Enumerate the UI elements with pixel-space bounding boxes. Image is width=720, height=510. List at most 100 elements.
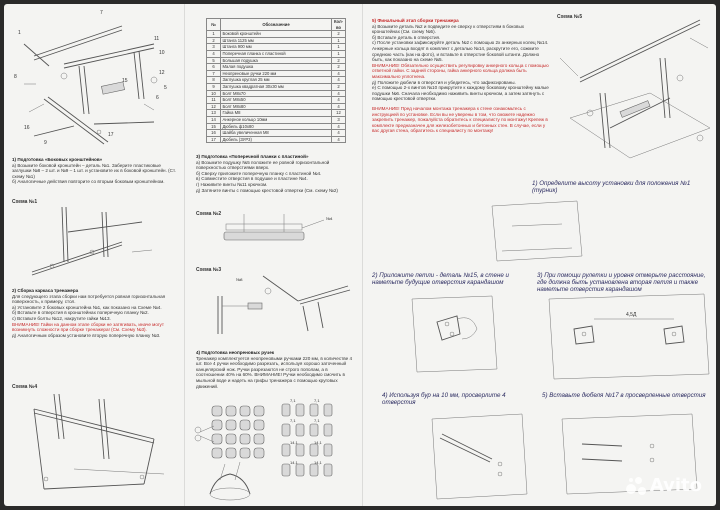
- part-name: Заглушка круглая 25 мм: [220, 76, 332, 84]
- step1-text: а) Возьмите боковой кронштейн – деталь №…: [12, 162, 176, 179]
- callout-1: 1: [18, 30, 21, 36]
- part-number: 8: [206, 76, 221, 84]
- step2-c: с) Вставьте болты №12, накрутите гайки №…: [12, 315, 111, 321]
- dim-label: 7,1: [314, 418, 320, 423]
- mount-step1-text: 1) Определите высоту установки для полож…: [532, 180, 691, 195]
- part-qty: 4: [331, 135, 346, 144]
- handle-piece: [309, 403, 319, 417]
- scheme1-frame-diagram: [31, 206, 153, 276]
- scheme5-assembled-diagram: [559, 19, 711, 159]
- bracket-exploded-diagram: 7 11 10 16 15 12 8 9 17 6 5 1: [14, 10, 167, 146]
- part-number: 15: [206, 122, 221, 131]
- svg-text:№4: №4: [326, 216, 333, 221]
- mount-step3-text: 3) При помощи рулетки и уровня отмерьте …: [537, 272, 706, 294]
- part-qty: 2: [331, 30, 346, 38]
- dim-label: 14,1: [290, 440, 299, 445]
- avito-logo-icon: [625, 476, 646, 496]
- handle-piece: [323, 423, 333, 437]
- part-number: 11: [206, 96, 221, 104]
- callout-7: 7: [100, 10, 103, 16]
- part-name: Заглушка квадратная 30х30 мм: [220, 82, 332, 91]
- step3-text: а) Возьмите подушку №5 положите ее ровно…: [196, 159, 330, 171]
- part-qty: 3: [331, 115, 346, 124]
- part-number: 16: [206, 129, 221, 137]
- neoprene-handle: [211, 419, 223, 431]
- step1-block: 1) Подготовка «Боковых кронштейнов» а) В…: [12, 157, 178, 185]
- part-number: 4: [206, 49, 221, 58]
- neoprene-handle: [239, 405, 251, 417]
- step5-e: е) С помощью 2-х винтов №10 прикрутите к…: [372, 85, 549, 102]
- scheme4-label: Схема №4: [12, 384, 38, 390]
- avito-wordmark: Avito: [649, 475, 702, 496]
- step5-block: 5) Финальный этап сборки тренажера а) Во…: [372, 18, 550, 134]
- col-name: Обозначение: [220, 17, 332, 32]
- part-qty: 4: [331, 129, 346, 137]
- step3-title: 3) Подготовка «Поперечной планки с пласт…: [196, 154, 309, 159]
- svg-text:№8: №8: [236, 277, 243, 282]
- part-name: Шайба увеличенная М8: [220, 129, 332, 137]
- neoprene-handle: [253, 419, 265, 431]
- handle-piece: [309, 423, 319, 437]
- neoprene-handle: [211, 405, 223, 417]
- neoprene-handle: [239, 433, 251, 445]
- neoprene-handle: [253, 433, 265, 445]
- callout-9: 9: [44, 140, 47, 146]
- neoprene-handle: [225, 447, 237, 459]
- scheme3-bolt-diagram: №8: [217, 275, 351, 334]
- handle-piece: [309, 443, 319, 457]
- neoprene-handle: [253, 447, 265, 459]
- step3-b: б) Сверху приложите поперечную планку с …: [196, 170, 322, 176]
- mount-step4-wall: [431, 413, 528, 500]
- callout-16: 16: [24, 125, 30, 131]
- part-name: Поперечная планка с пластиной: [220, 49, 332, 58]
- part-name: Штанга 1125 мм: [220, 36, 332, 45]
- parts-table-header: № Обозначение Кол-во: [206, 17, 346, 32]
- part-qty: 2: [331, 82, 346, 91]
- neoprene-handle: [225, 405, 237, 417]
- dim-label: 7,1: [290, 418, 296, 423]
- neoprene-handle: [253, 405, 265, 417]
- part-number: 2: [206, 36, 221, 45]
- part-name: Большая подушка: [220, 56, 332, 65]
- step1-b: б) Аналогичные действия повторите со вто…: [12, 179, 165, 185]
- fold-line: [184, 4, 185, 506]
- dim-label: 14,1: [314, 460, 323, 465]
- mount-step3-dim: 4,5Д: [626, 312, 637, 318]
- mount-step5-wall: [561, 413, 698, 495]
- part-number: 10: [206, 89, 221, 98]
- part-name: Болт М8х50: [220, 96, 332, 104]
- neoprene-handle: [239, 419, 251, 431]
- part-number: 9: [206, 82, 221, 91]
- mount-step2-text: 2) Приложите петли - деталь №15, в стене…: [372, 272, 509, 287]
- part-name: Анкерное кольцо 10мм: [220, 115, 332, 124]
- step2-d: д) Аналогичным образом установите вторую…: [12, 332, 161, 338]
- part-name: Штанга 900 мм: [220, 43, 332, 51]
- instruction-sheet: 7 11 10 16 15 12 8 9 17 6 5 1 1) Подгото…: [4, 4, 716, 506]
- handle-piece: [281, 423, 291, 437]
- step2-a: а) Установите 2 боковых кронштейна №1, к…: [12, 304, 162, 310]
- scheme2-plate-diagram: №4: [223, 214, 333, 241]
- part-number: 1: [206, 30, 221, 38]
- scheme2-label: Схема №2: [196, 211, 222, 217]
- callout-15: 15: [122, 78, 128, 84]
- part-number: 12: [206, 102, 221, 111]
- neoprene-handle: [225, 419, 237, 431]
- step3-block: 3) Подготовка «Поперечной планки с пласт…: [196, 154, 356, 193]
- step2-text: Для следующего этапа сборки нам потребуе…: [12, 293, 166, 305]
- part-qty: 2: [331, 56, 346, 65]
- handle-piece: [281, 443, 291, 457]
- dim-label: 14,1: [314, 440, 323, 445]
- part-number: 14: [206, 115, 221, 124]
- step3-c: в) Совместите отверстия в подушке и плас…: [196, 176, 308, 182]
- panel-right: 5) Финальный этап сборки тренажера а) Во…: [362, 4, 716, 506]
- panel-left: 7 11 10 16 15 12 8 9 17 6 5 1 1) Подгото…: [4, 4, 184, 506]
